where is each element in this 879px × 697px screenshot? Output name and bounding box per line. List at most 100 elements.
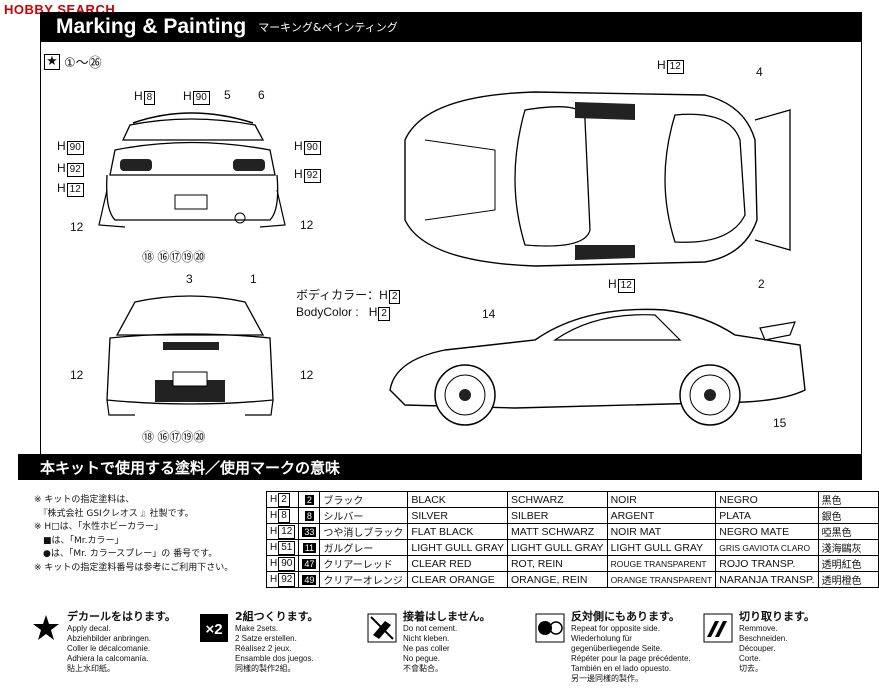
legend-item: ×2 2組つくります。 Make 2sets.2 Satze erstellen… [198, 608, 366, 694]
decal-range-label: ①～㉖ [64, 56, 102, 71]
paint-name-fr: ARGENT [606, 507, 717, 524]
front-view-drawing [106, 295, 274, 416]
legend-item: 切り取ります。 Remmove.Beschneiden.Découper.Cor… [702, 608, 870, 694]
paint-name-en: FLAT BLACK [407, 523, 508, 540]
callout-side-14: 14 [482, 307, 496, 321]
paint-name-de: LIGHT GULL GRAY [506, 539, 608, 556]
paint-code-mr: 11 [298, 539, 321, 556]
paint-name-es: NEGRO [715, 491, 819, 508]
paint-name-es: ROJO TRANSP. [715, 555, 819, 572]
paint-name-jp: ガルグレー [319, 539, 409, 556]
paint-code-mr: 2 [298, 491, 321, 508]
paint-name-de: ORANGE, REIN [506, 571, 608, 588]
callout-front-bottom: ⑱ ⑯⑰⑲⑳ [142, 430, 206, 444]
paint-name-de: SILBER [506, 507, 608, 524]
paint-name-jp: クリアーオレンジ [319, 571, 409, 588]
star-decal-icon: ★ [44, 53, 60, 70]
paint-name-en: CLEAR ORANGE [407, 571, 508, 588]
decal-range: ★ ①～㉖ [44, 52, 102, 71]
callout-top-2: 2 [758, 277, 765, 291]
paint-name-fr: ROUGE TRANSPARENT [606, 555, 717, 572]
paint-name-de: SCHWARZ [506, 491, 608, 508]
top-view-drawing [404, 91, 791, 267]
symbol-legend: デカールをはります。 Apply decal.Abziehbilder anbr… [30, 608, 870, 694]
callout-rear-6: 6 [258, 88, 265, 102]
legend-item: 反対側にもあります。 Repeat for opposite side.Wied… [534, 608, 702, 694]
section-title: 本キットで使用する塗料／使用マークの意味 [18, 454, 862, 480]
paint-name-fr: ORANGE TRANSPARENT [606, 571, 717, 588]
note-line: ●は、「Mr. カラースプレー」の 番号です。 [34, 549, 218, 559]
drawing-frame [40, 42, 862, 454]
paint-name-cn: 透明橙色 [817, 571, 879, 588]
callout-rear-12-left: 12 [70, 220, 84, 234]
rear-view-drawing [98, 112, 286, 228]
paint-name-cn: 黑色 [817, 491, 879, 508]
side-view-drawing [389, 308, 806, 426]
callout-rear-5: 5 [224, 88, 231, 102]
callout-front-3: 3 [186, 272, 193, 286]
note-line: 『株式会社 GSIクレオス 』社製です。 [34, 508, 194, 519]
callout-side-15: 15 [773, 416, 787, 430]
paint-code-mr: 49 [298, 571, 321, 588]
page-title-jp: マーキング&ペインティング [258, 21, 398, 34]
paint-name-es: NARANJA TRANSP. [715, 571, 819, 588]
paint-name-en: SILVER [407, 507, 508, 524]
callout-rear-12-right: 12 [300, 218, 314, 232]
paint-name-fr: LIGHT GULL GRAY [606, 539, 717, 556]
cut-off-icon [702, 612, 734, 644]
opposite-side-icon [534, 612, 566, 644]
paint-name-es: PLATA [715, 507, 819, 524]
paint-name-cn: 淺海鷗灰 [817, 539, 879, 556]
note-line: ※ キットの指定塗料番号は参考にご利用下さい。 [34, 562, 234, 573]
legend-item: デカールをはります。 Apply decal.Abziehbilder anbr… [30, 608, 198, 694]
paint-name-jp: シルバー [319, 507, 409, 524]
paint-name-en: BLACK [407, 491, 508, 508]
callout-front-12-left: 12 [70, 368, 84, 382]
paint-notes: ※ キットの指定塗料は、 『株式会社 GSIクレオス 』社製です。 ※ H□は、… [34, 494, 274, 575]
paint-name-en: LIGHT GULL GRAY [407, 539, 508, 556]
paint-name-jp: クリアーレッド [319, 555, 409, 572]
paint-name-de: ROT, REIN [506, 555, 608, 572]
callout-rear-bottom: ⑱ ⑯⑰⑲⑳ [142, 250, 206, 264]
paint-name-jp: つや消しブラック [319, 523, 409, 540]
paint-name-fr: NOIR [606, 491, 717, 508]
times-two-icon: ×2 [198, 612, 230, 644]
note-line: ■は、「Mr.カラー」 [34, 535, 124, 546]
star-decal-icon [30, 612, 62, 644]
legend-item: 接着はしません。 Do not cement.Nicht kleben.Ne p… [366, 608, 534, 694]
paint-name-fr: NOIR MAT [606, 523, 717, 540]
paint-code-mr: 8 [298, 507, 321, 524]
paint-name-de: MATT SCHWARZ [506, 523, 608, 540]
paint-name-cn: 銀色 [817, 507, 879, 524]
paint-name-es: GRIS GAVIOTA CLARO [715, 539, 819, 556]
paint-code-mr: 47 [298, 555, 321, 572]
note-line: ※ H□は、「水性ホビーカラー」 [34, 522, 164, 532]
svg-text:×2: ×2 [205, 621, 222, 638]
paint-name-cn: 透明紅色 [817, 555, 879, 572]
paint-name-es: NEGRO MATE [715, 523, 819, 540]
page-title: Marking & Painting [56, 15, 247, 38]
paint-name-en: CLEAR RED [407, 555, 508, 572]
paint-code-mr: 33 [298, 523, 321, 540]
